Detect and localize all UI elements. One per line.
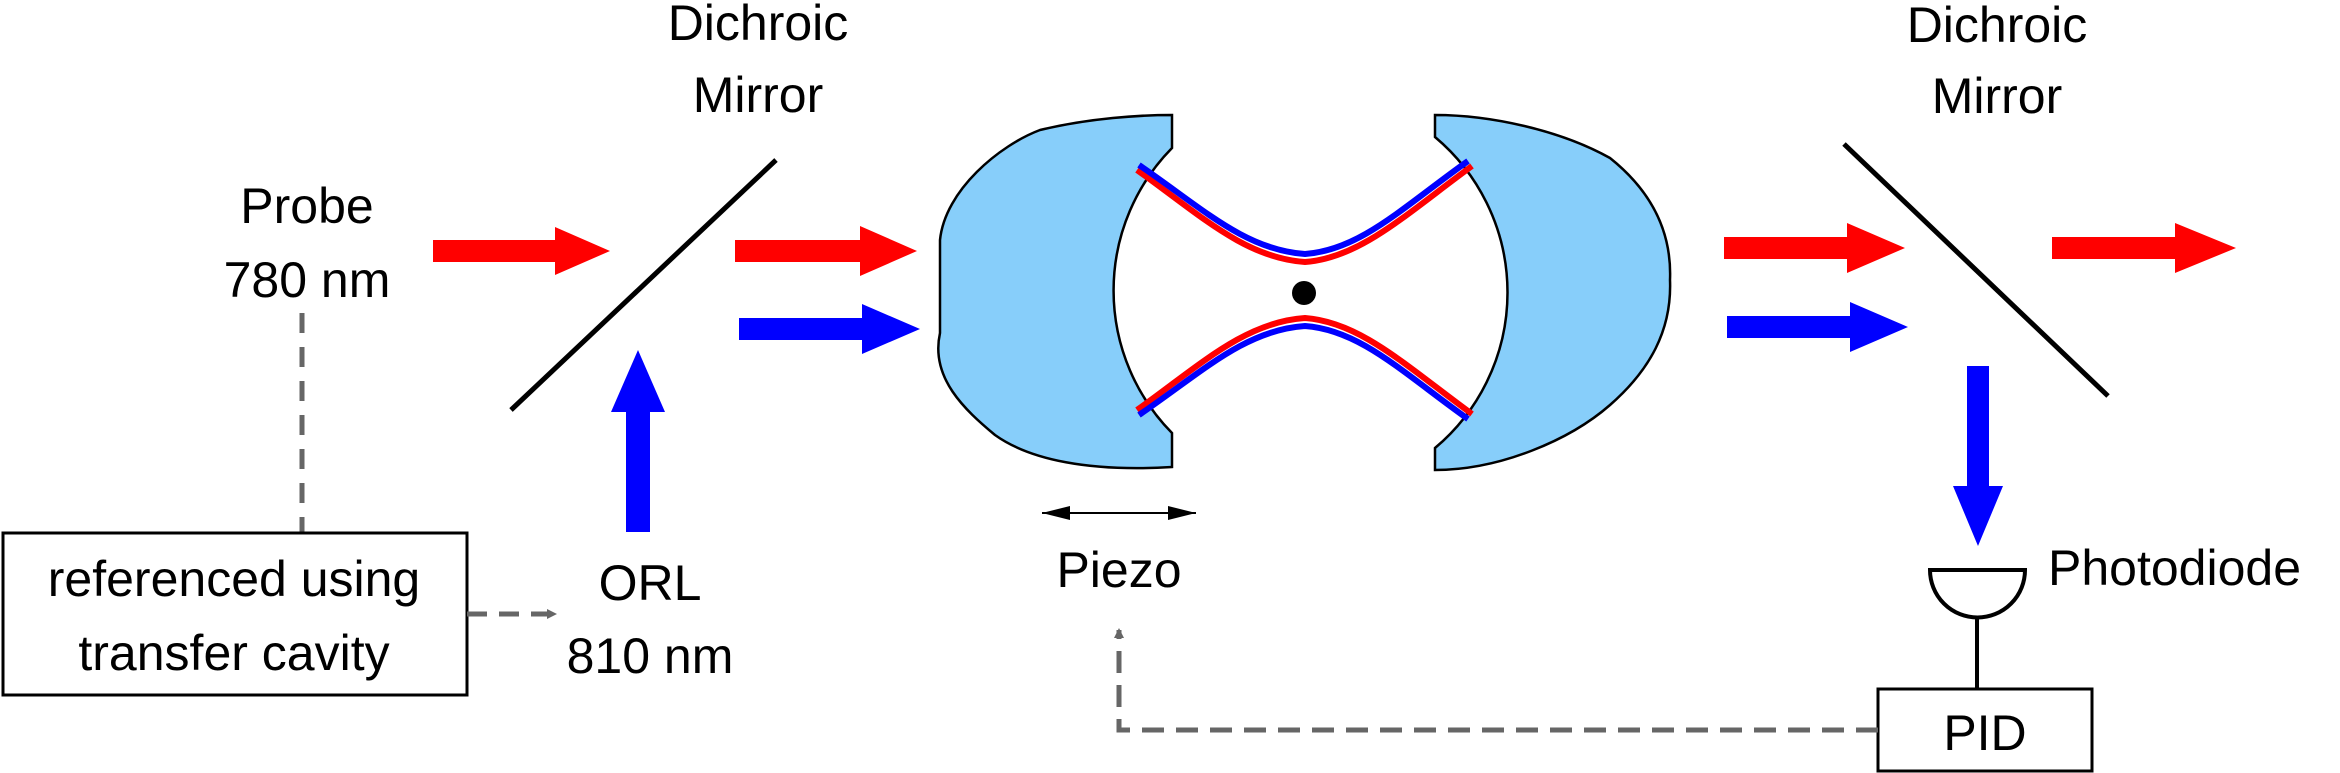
orl-beam-arrow-to-photodiode [1953,366,2003,546]
transfer-cavity-reference-box [1,531,469,697]
right-dichroic-label-line2: Mirror [1932,68,2063,124]
cavity-mode-lower-red [1135,314,1474,417]
cavity-mode-lower-blue [1137,322,1470,422]
probe-label-line2: 780 nm [224,252,391,308]
orl-label-line2: 810 nm [567,628,734,684]
right-cavity-mirror [1433,113,1672,472]
right-dichroic-label-line1: Dichroic [1907,0,2088,53]
reference-label-line1: referenced using [48,551,420,607]
left-dichroic-mirror [509,158,778,412]
photodiode-label: Photodiode [2048,540,2301,596]
reference-label-line2: transfer cavity [78,625,389,681]
orl-beam-arrow-input [611,350,665,532]
photodiode-icon [1927,568,2028,620]
orl-label-line1: ORL [599,555,702,611]
orl-beam-arrow-combined [739,304,920,354]
right-dichroic-mirror [1842,142,2110,398]
probe-label-line1: Probe [240,178,373,234]
cavity-mode-upper-blue [1137,158,1470,258]
cavity-mode-beam [1135,158,1474,422]
left-dichroic-label-line1: Dichroic [668,0,849,51]
probe-beam-arrow-output [2052,223,2236,273]
probe-beam-arrow-transmitted [1724,223,1905,273]
orl-beam-arrow-transmitted [1727,302,1908,352]
probe-beam-arrow-input [433,227,610,275]
pid-controller-box [1876,687,2094,773]
trapped-atom [1292,281,1316,305]
left-cavity-mirror [937,113,1174,470]
left-dichroic-label-line2: Mirror [693,67,824,123]
piezo-label: Piezo [1056,542,1181,598]
probe-beam-arrow-combined [735,226,917,276]
cavity-mode-upper-red [1135,163,1474,266]
pid-to-piezo-feedback-line [1114,628,1878,733]
pid-label: PID [1943,705,2026,761]
